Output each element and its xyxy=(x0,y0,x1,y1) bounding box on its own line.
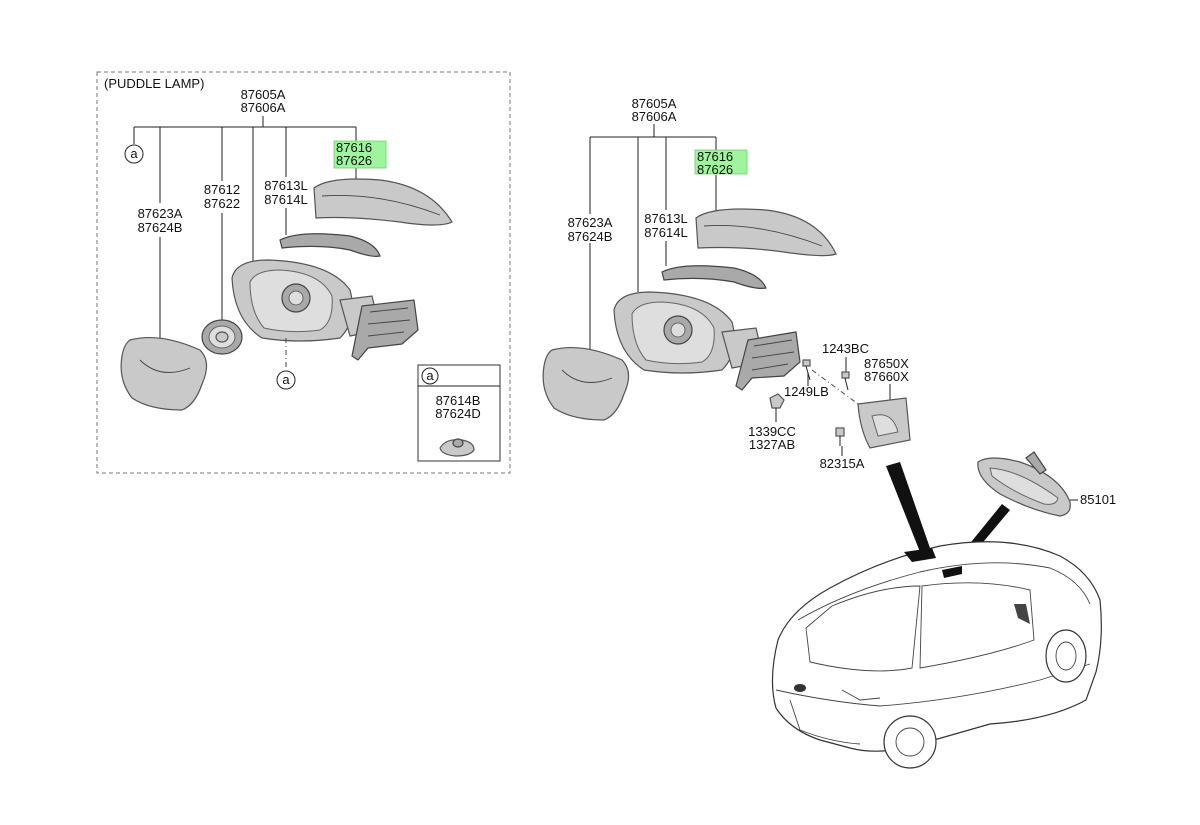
nut xyxy=(769,393,785,409)
main-garnish-strip xyxy=(661,265,767,289)
inset-mirror-cover xyxy=(313,178,453,226)
main-assembly-label-2[interactable]: 87606A xyxy=(632,109,677,124)
inset-lamp-label-2[interactable]: 87622 xyxy=(204,196,240,211)
inset-glass-label-1[interactable]: 87623A xyxy=(138,206,183,221)
inset-assembly-label-2[interactable]: 87606A xyxy=(241,100,286,115)
main-garnish-label-2[interactable]: 87614L xyxy=(644,225,687,240)
inset-cover-label-2[interactable]: 87626 xyxy=(336,153,372,168)
main-glass-label-1[interactable]: 87623A xyxy=(568,215,613,230)
inset-cover-highlight xyxy=(333,140,387,169)
inside-mirror: 85101 xyxy=(977,451,1116,517)
inset-garnish-label-1[interactable]: 87613L xyxy=(264,178,307,193)
bolt-a xyxy=(841,371,850,391)
bracket-cover-label-1[interactable]: 87650X xyxy=(864,356,909,371)
inset-mount-base xyxy=(351,299,419,361)
inset-ref-marker-top-label: a xyxy=(130,146,138,161)
main-mirror-glass xyxy=(542,346,630,421)
main-cover-label-2[interactable]: 87626 xyxy=(697,162,733,177)
inset-ref-marker-bottom-label: a xyxy=(282,372,290,387)
inset-sub-part-label-1[interactable]: 87614B xyxy=(436,393,481,408)
inset-puddle-lamp xyxy=(201,319,243,355)
bracket-cover-label-2[interactable]: 87660X xyxy=(864,369,909,384)
inset-lamp-label-1[interactable]: 87612 xyxy=(204,182,240,197)
vehicle-illustration xyxy=(771,541,1102,769)
inset-sub-part xyxy=(439,439,475,457)
main-assembly-label-1[interactable]: 87605A xyxy=(632,96,677,111)
main-garnish-label-1[interactable]: 87613L xyxy=(644,211,687,226)
main-cover-highlight xyxy=(694,149,748,175)
inset-assembly-label-1[interactable]: 87605A xyxy=(241,87,286,102)
main-mirror-assembly: 87605A 87606A 87623A 87624B 87613L 87614… xyxy=(542,96,911,471)
nut-label-2[interactable]: 1327AB xyxy=(749,437,795,452)
inset-glass-label-2[interactable]: 87624B xyxy=(138,220,183,235)
inset-garnish-label-2[interactable]: 87614L xyxy=(264,192,307,207)
inset-sub-part-label-2[interactable]: 87624D xyxy=(435,406,481,421)
inset-sub-box-marker xyxy=(421,367,439,385)
callout-wedge-side-mirror xyxy=(886,462,930,552)
main-mirror-cover xyxy=(695,208,837,257)
inset-cover-label-1[interactable]: 87616 xyxy=(336,140,372,155)
main-glass-label-2[interactable]: 87624B xyxy=(568,229,613,244)
inset-border xyxy=(96,71,511,474)
bolt-a-label[interactable]: 1243BC xyxy=(822,341,869,356)
clip xyxy=(835,427,845,446)
inset-ref-marker-top xyxy=(124,144,144,164)
clip-label[interactable]: 82315A xyxy=(820,456,865,471)
inside-mirror-label[interactable]: 85101 xyxy=(1080,492,1116,507)
inset-ref-marker-bottom xyxy=(276,370,296,390)
inset-sub-box-marker-label: a xyxy=(426,368,434,383)
bolt-b xyxy=(802,359,811,381)
puddle-lamp-inset: (PUDDLE LAMP) 87605A 87606A a 87623A 876… xyxy=(96,71,511,474)
inset-mirror-glass xyxy=(120,336,208,411)
main-mount-base xyxy=(735,331,801,391)
main-cover-label-1[interactable]: 87616 xyxy=(697,149,733,164)
bolt-b-label[interactable]: 1249LB xyxy=(784,384,829,399)
inset-garnish-strip xyxy=(279,233,381,257)
nut-label-1[interactable]: 1339CC xyxy=(748,424,796,439)
inset-title: (PUDDLE LAMP) xyxy=(104,76,204,91)
